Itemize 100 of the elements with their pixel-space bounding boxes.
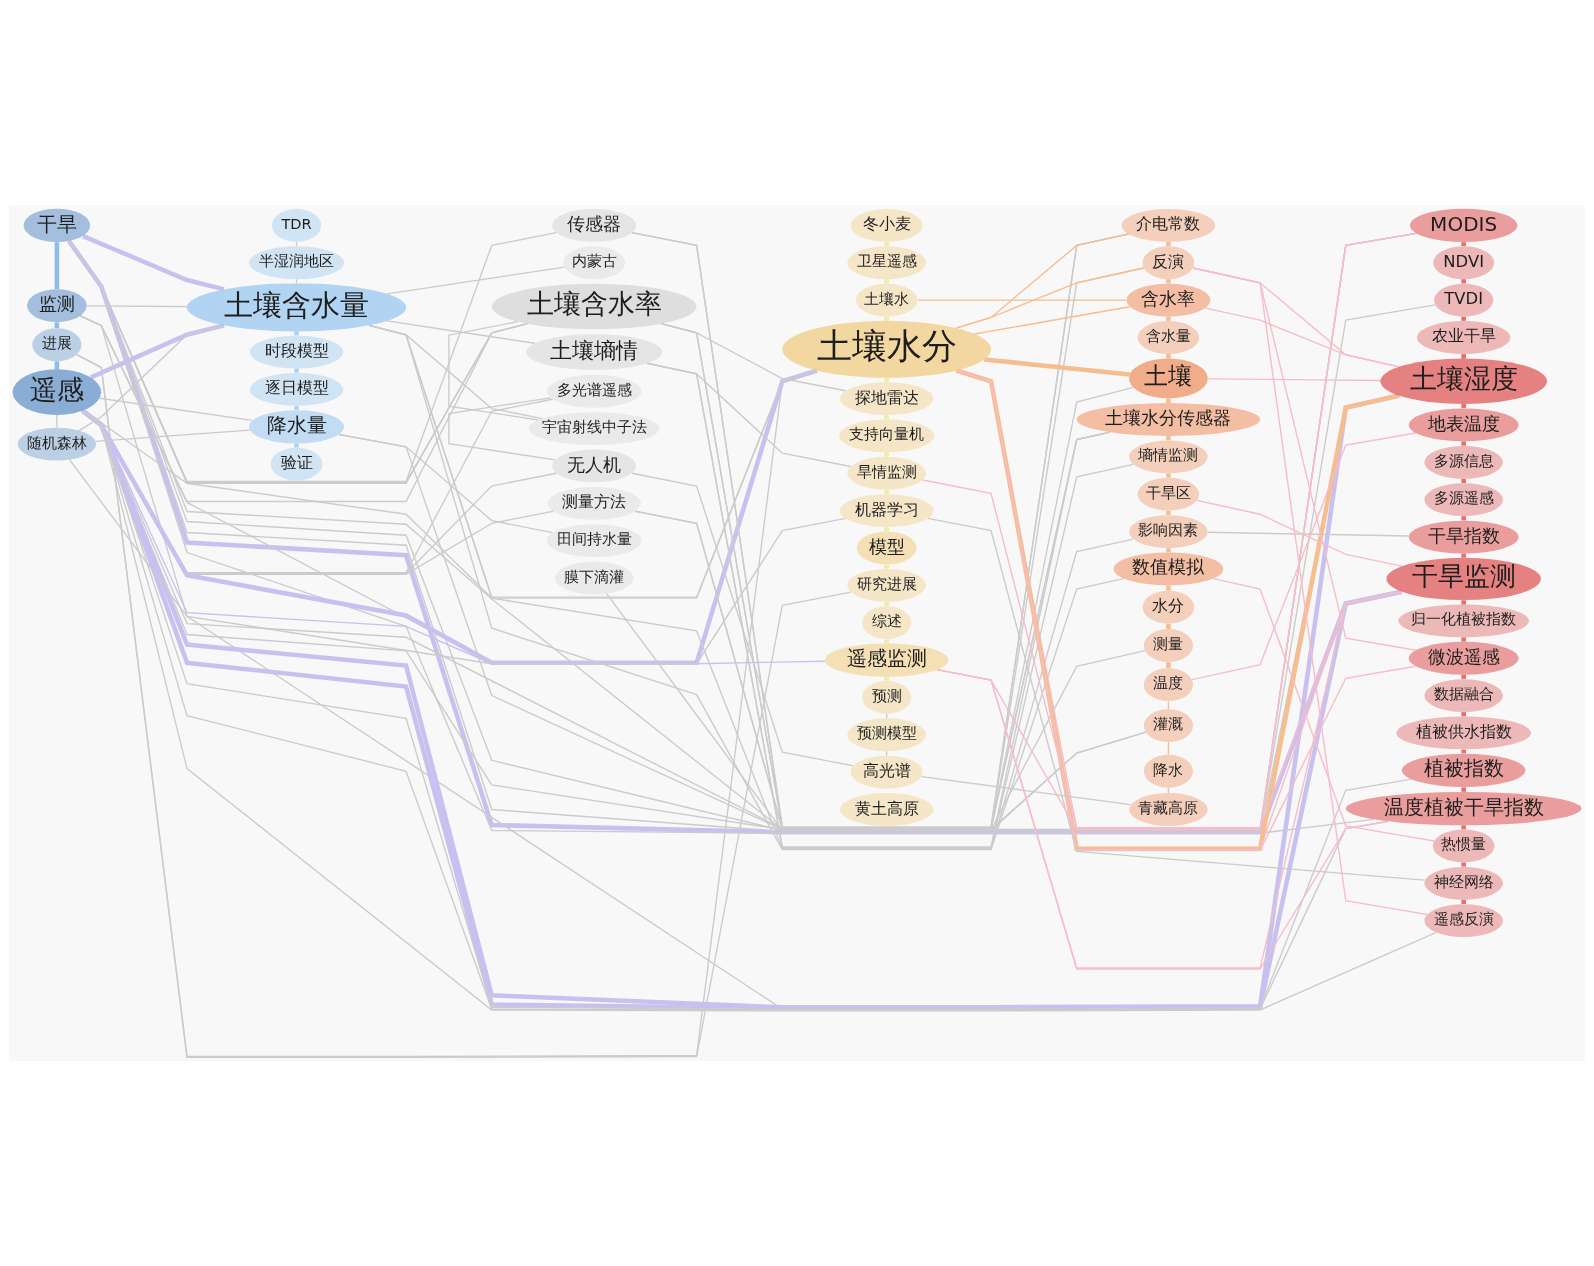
node-ellipse: 机器学习 (839, 494, 934, 527)
connector (386, 320, 536, 344)
connector (884, 601, 889, 607)
connector (1461, 316, 1466, 321)
node-ellipse: 土壤湿度 (1380, 358, 1547, 404)
connector (1461, 403, 1466, 409)
node-ellipse: 地表温度 (1408, 408, 1519, 442)
node-ellipse: 遥感监测 (824, 643, 949, 677)
connector (294, 331, 299, 336)
connector (89, 323, 225, 380)
connector (1192, 267, 1428, 916)
connector (95, 429, 251, 442)
node-ellipse: 冬小麦 (850, 209, 923, 242)
node-ellipse: 干旱区 (1137, 477, 1200, 511)
connector (1166, 436, 1171, 441)
connector (1461, 242, 1466, 247)
node-ellipse: 土壤含水量 (186, 283, 407, 332)
connector (884, 564, 889, 569)
node-ellipse: 含水量 (1137, 321, 1200, 354)
connector (1461, 825, 1466, 830)
node-ellipse: 干旱 (23, 208, 91, 243)
connector (884, 676, 889, 681)
node-ellipse: 多源信息 (1424, 445, 1503, 479)
node-ellipse: 支持向量机 (839, 419, 935, 453)
connector (54, 242, 60, 290)
connector (338, 433, 1147, 831)
node-ellipse: 介电常数 (1121, 209, 1216, 242)
connector (294, 406, 299, 410)
connector (884, 314, 889, 321)
node-ellipse: 遥感 (12, 369, 102, 415)
node-ellipse: 农业干旱 (1416, 321, 1511, 354)
node-ellipse: 土壤水分传感器 (1076, 403, 1261, 436)
node-ellipse: 墒情监测 (1129, 440, 1208, 474)
connector (884, 415, 889, 420)
node-ellipse: 时段模型 (249, 335, 344, 369)
node-ellipse: 土壤水 (855, 283, 918, 317)
node-ellipse: 卫星遥感 (847, 246, 926, 280)
connector (1166, 623, 1171, 629)
connector (386, 266, 566, 295)
node-ellipse: 土壤 (1128, 358, 1208, 399)
node-ellipse: 青藏高原 (1129, 793, 1208, 826)
connector (1166, 398, 1171, 403)
node-ellipse: 降水量 (249, 410, 345, 444)
node-ellipse: 影响因素 (1129, 515, 1208, 548)
node-ellipse: 多光谱遥感 (546, 374, 642, 408)
node-ellipse: 温度植被干旱指数 (1345, 791, 1582, 826)
connector (448, 397, 556, 461)
connector (294, 368, 299, 373)
connector (631, 472, 854, 767)
connector (99, 397, 253, 422)
node-ellipse: 干旱监测 (1386, 557, 1541, 601)
node-ellipse: 进展 (32, 328, 82, 362)
connector (1166, 548, 1171, 553)
node-ellipse: 验证 (270, 447, 323, 481)
node-ellipse: 高光谱 (850, 755, 923, 789)
connector (884, 378, 889, 385)
connector (1166, 585, 1171, 591)
node-ellipse: 研究进展 (847, 568, 926, 602)
connector (78, 324, 225, 432)
connector (1461, 600, 1466, 605)
connector (1166, 473, 1171, 478)
node-ellipse: 土壤墒情 (526, 334, 663, 370)
node-ellipse: 监测 (27, 289, 87, 322)
node-ellipse: 旱情监测 (847, 456, 926, 490)
connector (606, 593, 1147, 832)
connector (68, 459, 847, 665)
connector (984, 357, 1131, 377)
connector (884, 279, 889, 284)
node-ellipse: 测量 (1143, 629, 1193, 662)
node-ellipse: 数值模拟 (1113, 552, 1224, 586)
node-ellipse: 探地雷达 (839, 382, 934, 415)
connector (82, 233, 225, 292)
node-ellipse: 含水率 (1126, 283, 1211, 317)
node-ellipse: 预测 (862, 681, 912, 714)
node-ellipse: 多源遥感 (1424, 483, 1503, 517)
connector (56, 414, 58, 429)
connector (1166, 353, 1171, 359)
connector (1461, 674, 1466, 679)
connector (1212, 577, 1435, 842)
connector (1207, 378, 1382, 382)
node-ellipse: 测量方法 (547, 486, 641, 520)
node-ellipse: 综述 (862, 606, 912, 640)
connector (1196, 499, 1403, 567)
node-ellipse: NDVI (1433, 246, 1495, 280)
node-ellipse: 土壤含水率 (491, 283, 697, 330)
node-ellipse: 微波遥感 (1408, 641, 1519, 675)
node-ellipse: 神经网络 (1424, 866, 1503, 900)
node-ellipse: 水分 (1142, 590, 1195, 624)
node-ellipse: 土壤水分 (782, 320, 992, 378)
connector (884, 241, 889, 247)
node-ellipse: 宇宙射线中子法 (528, 412, 660, 445)
connector (1207, 531, 1410, 537)
connector (1461, 478, 1466, 483)
connector (884, 489, 889, 494)
node-ellipse: 数据融合 (1424, 679, 1503, 712)
node-ellipse: 无人机 (552, 449, 637, 483)
connector (1461, 712, 1466, 717)
connector (448, 320, 540, 421)
connector (973, 306, 1131, 335)
connector (1461, 862, 1466, 867)
